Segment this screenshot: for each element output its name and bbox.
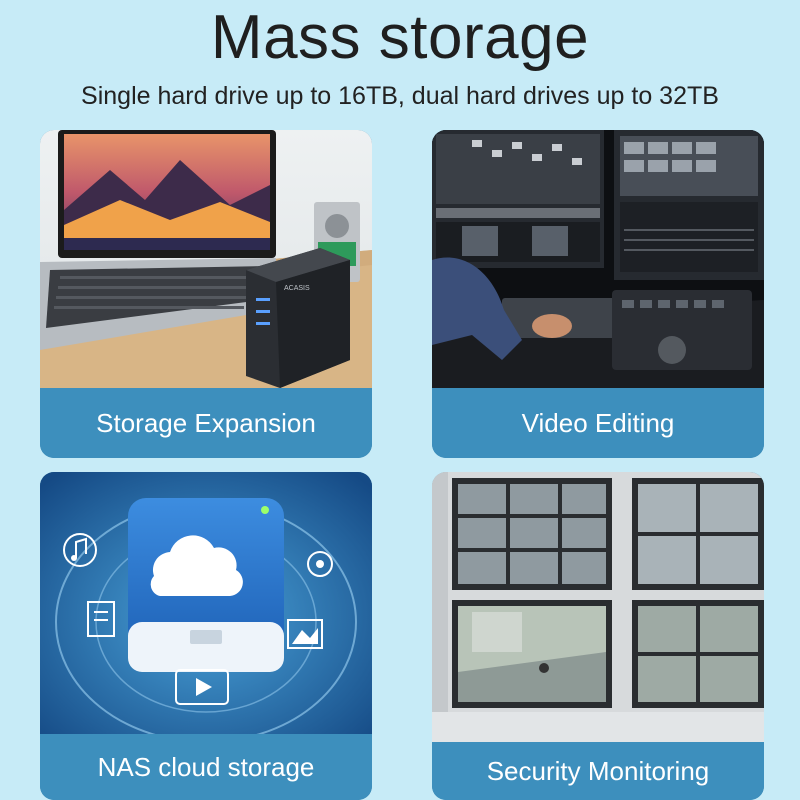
security-monitoring-photo: [432, 472, 764, 742]
device-brand-label: ACASIS: [284, 285, 310, 292]
music-note-icon: [63, 533, 97, 567]
card-nas-cloud-storage[interactable]: NAS cloud storage: [40, 472, 372, 800]
weibo-icon: [307, 551, 333, 577]
security-monitoring-label: Security Monitoring: [432, 742, 764, 800]
nas-cloud-storage-label: NAS cloud storage: [40, 734, 372, 800]
video-icon: [175, 669, 229, 705]
storage-expansion-photo: ACASIS: [40, 130, 372, 388]
card-storage-expansion[interactable]: ACASIS Storage Expansion: [40, 130, 372, 458]
document-icon: [87, 601, 115, 637]
video-editing-photo: [432, 130, 764, 388]
image-icon: [287, 619, 323, 649]
storage-expansion-label: Storage Expansion: [40, 388, 372, 458]
nas-cloud-illustration: [40, 472, 372, 734]
video-editing-label: Video Editing: [432, 388, 764, 458]
card-video-editing[interactable]: Video Editing: [432, 130, 764, 458]
card-security-monitoring[interactable]: Security Monitoring: [432, 472, 764, 800]
page-subtitle: Single hard drive up to 16TB, dual hard …: [81, 82, 719, 110]
page-title: Mass storage: [210, 3, 590, 72]
